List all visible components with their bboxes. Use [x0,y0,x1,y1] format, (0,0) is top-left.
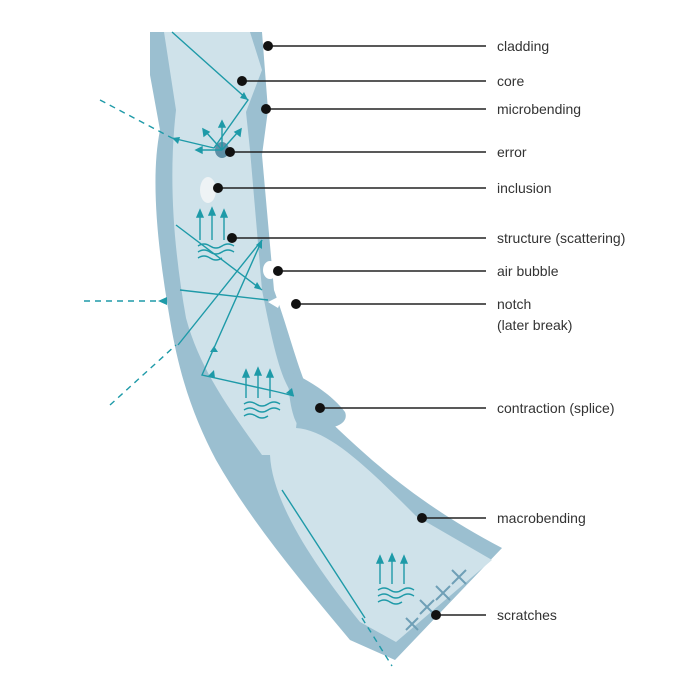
dot-scratches [431,610,441,620]
label-inclusion: inclusion [497,180,551,196]
ray-lower [281,489,366,619]
scattering-structure-3 [375,552,415,605]
ray-scatter-1 [175,224,263,291]
arrowhead [240,92,248,100]
label-core: core [497,73,524,89]
arrowhead [254,282,262,290]
air-bubble-shape [263,261,277,279]
scattering-structure-1 [195,206,235,261]
scattering-structure-2 [241,366,281,419]
arrowhead [158,297,167,305]
dot-cladding [263,41,273,51]
dot-core [237,76,247,86]
ray-scatter-2 [179,289,269,301]
leader-dots [213,41,441,620]
arrowhead [208,370,215,378]
label-microbending: microbending [497,101,581,117]
label-structure: structure (scattering) [497,230,625,246]
fiber-core [164,32,492,642]
dashed-ray-upper-left [99,99,173,139]
label-notch: notch [497,296,531,312]
label-notch-sub: (later break) [497,317,572,333]
contraction-splice-shape [288,372,346,430]
dot-microbending [261,104,271,114]
dot-notch [291,299,301,309]
leader-lines [218,45,486,616]
label-cladding: cladding [497,38,549,54]
dashed-ray-lower-left [109,344,177,406]
notch-shape [268,294,284,308]
label-scratches: scratches [497,607,557,623]
dot-inclusion [213,183,223,193]
dot-structure [227,233,237,243]
label-air-bubble: air bubble [497,263,559,279]
ray-top [171,31,249,149]
ray-zigzag [177,239,295,397]
labels: cladding core microbending error inclusi… [497,38,625,623]
escaping-rays [84,99,393,667]
light-rays [171,31,366,619]
arrowhead [172,137,180,144]
arrowhead [286,388,294,396]
dot-error [225,147,235,157]
dot-contraction [315,403,325,413]
label-macrobending: macrobending [497,510,586,526]
error-scatter-arrows [194,119,242,155]
label-contraction: contraction (splice) [497,400,615,416]
inclusion-shape [200,177,216,203]
arrowhead [210,346,218,352]
dashed-ray-bottom [361,617,393,667]
arrowhead [256,240,262,249]
arrowheads [158,92,294,396]
label-error: error [497,144,527,160]
scratch-marks [405,569,467,631]
dot-air-bubble [273,266,283,276]
dot-macrobending [417,513,427,523]
